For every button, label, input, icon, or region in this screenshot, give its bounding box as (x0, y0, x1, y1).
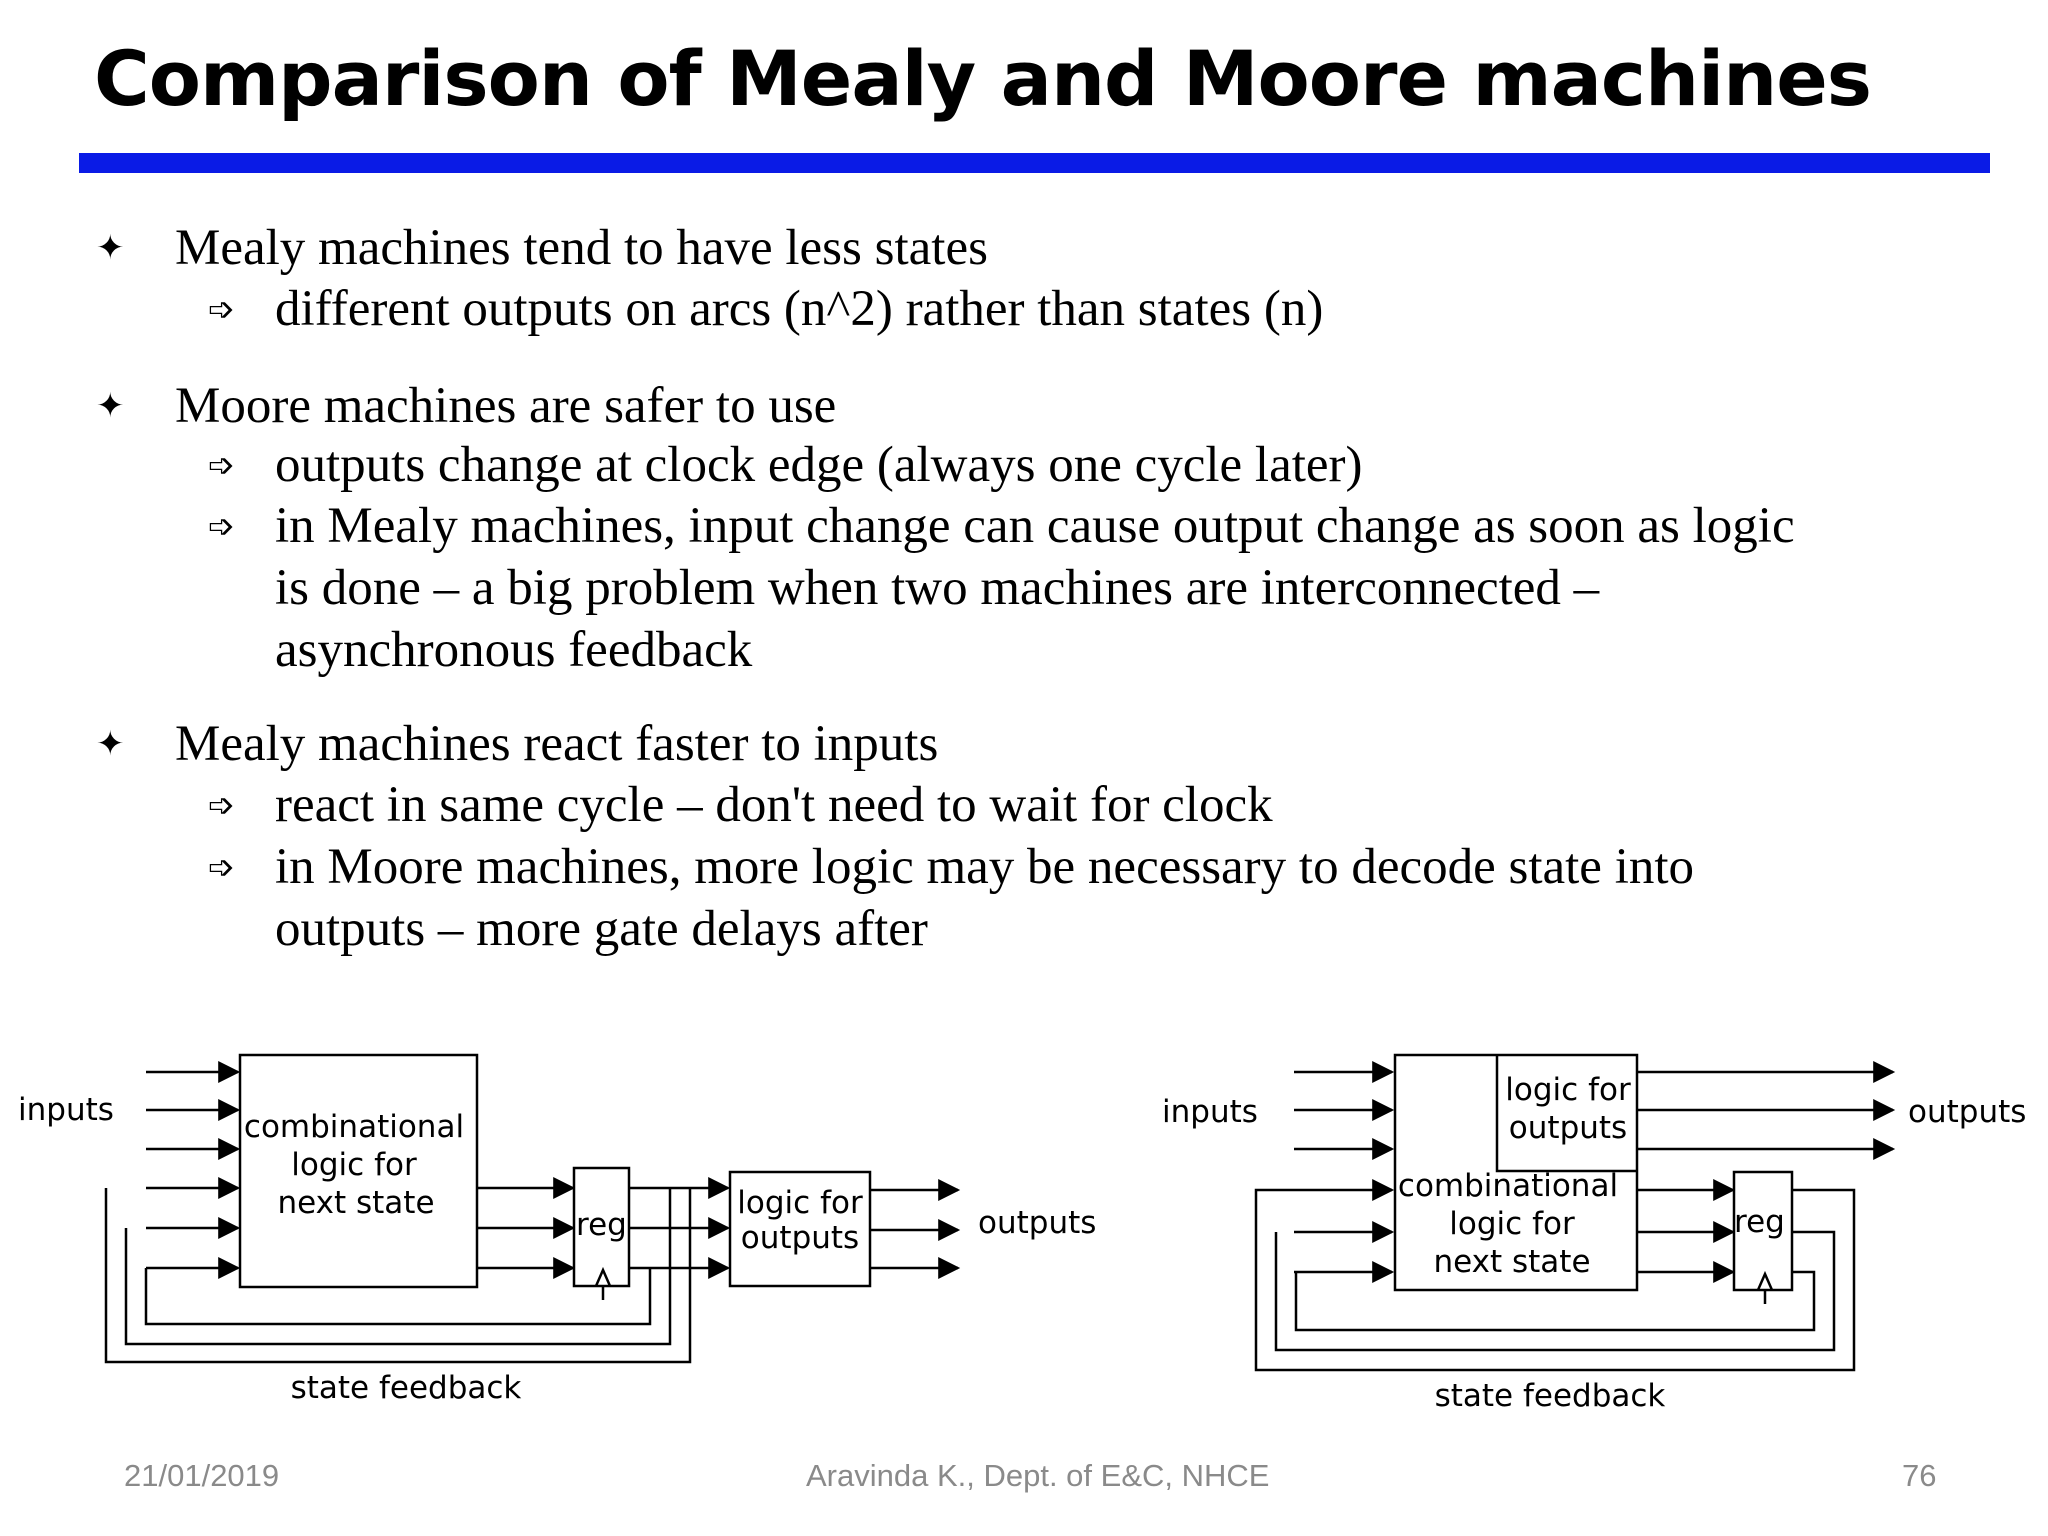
feedback-loop (1254, 1188, 1856, 1372)
feedback-loop (124, 1188, 672, 1346)
arrow-icon: ➩ (208, 848, 235, 886)
footer-date: 21/01/2019 (124, 1458, 280, 1493)
block-label-line: next state (277, 1185, 434, 1221)
feedback-label: state feedback (291, 1370, 522, 1406)
inputs-label: inputs (1162, 1094, 1258, 1130)
output-block-label-line: logic for (737, 1185, 863, 1221)
footer-page-number: 76 (1902, 1458, 1937, 1493)
arrow-icon: ➩ (208, 507, 235, 545)
sub-bullet-text: react in same cycle – don't need to wait… (275, 777, 1273, 833)
clock-icon (1756, 1270, 1774, 1291)
feedback-loop (1274, 1230, 1836, 1352)
reg-label: reg (576, 1207, 627, 1243)
clock-icon (594, 1266, 612, 1287)
bullet-icon: ✦ (96, 228, 125, 268)
mealy-diagram (104, 1053, 961, 1364)
feedback-loop (144, 1268, 652, 1326)
output-block-label-line: logic for (1505, 1072, 1631, 1108)
sub-bullet-text: outputs change at clock edge (always one… (275, 437, 1363, 493)
output-block-label-line: outputs (1509, 1110, 1627, 1146)
block-label-line: combinational (244, 1109, 464, 1145)
sub-bullet-text: outputs – more gate delays after (275, 901, 928, 957)
output-block-label-line: outputs (741, 1220, 859, 1256)
inputs-label: inputs (18, 1092, 114, 1128)
sub-bullet-text: is done – a big problem when two machine… (275, 560, 1600, 616)
outputs-label: outputs (978, 1205, 1096, 1241)
block-label-line: next state (1433, 1244, 1590, 1280)
bullet-icon: ✦ (96, 724, 125, 764)
feedback-loop (1294, 1270, 1816, 1332)
output-logic-block (1495, 1055, 1637, 1173)
outputs-label: outputs (1908, 1094, 2026, 1130)
sub-bullet-text: in Mealy machines, input change can caus… (275, 498, 1795, 554)
sub-bullet-text: different outputs on arcs (n^2) rather t… (275, 281, 1324, 337)
bullet-text: Moore machines are safer to use (175, 378, 837, 434)
block-label-line: logic for (1449, 1206, 1575, 1242)
feedback-loop (104, 1188, 692, 1364)
reg-label: reg (1734, 1204, 1785, 1240)
combinational-logic-block (1393, 1053, 1639, 1292)
bullet-text: Mealy machines react faster to inputs (175, 716, 939, 772)
title-underline (79, 153, 1990, 173)
block-label-line: combinational (1398, 1168, 1618, 1204)
footer-author: Aravinda K., Dept. of E&C, NHCE (806, 1458, 1270, 1493)
bullet-text: Mealy machines tend to have less states (175, 220, 988, 276)
arrow-icon: ➩ (208, 290, 235, 328)
bullet-icon: ✦ (96, 386, 125, 426)
sub-bullet-text: in Moore machines, more logic may be nec… (275, 839, 1695, 895)
combinational-logic-block (238, 1053, 479, 1289)
sub-bullet-text: asynchronous feedback (275, 622, 753, 678)
arrow-icon: ➩ (208, 786, 235, 824)
feedback-label: state feedback (1435, 1378, 1666, 1414)
moore-diagram (1254, 1053, 1896, 1372)
block-label-line: logic for (291, 1147, 417, 1183)
arrow-icon: ➩ (208, 446, 235, 484)
slide-title: Comparison of Mealy and Moore machines (94, 34, 1872, 123)
